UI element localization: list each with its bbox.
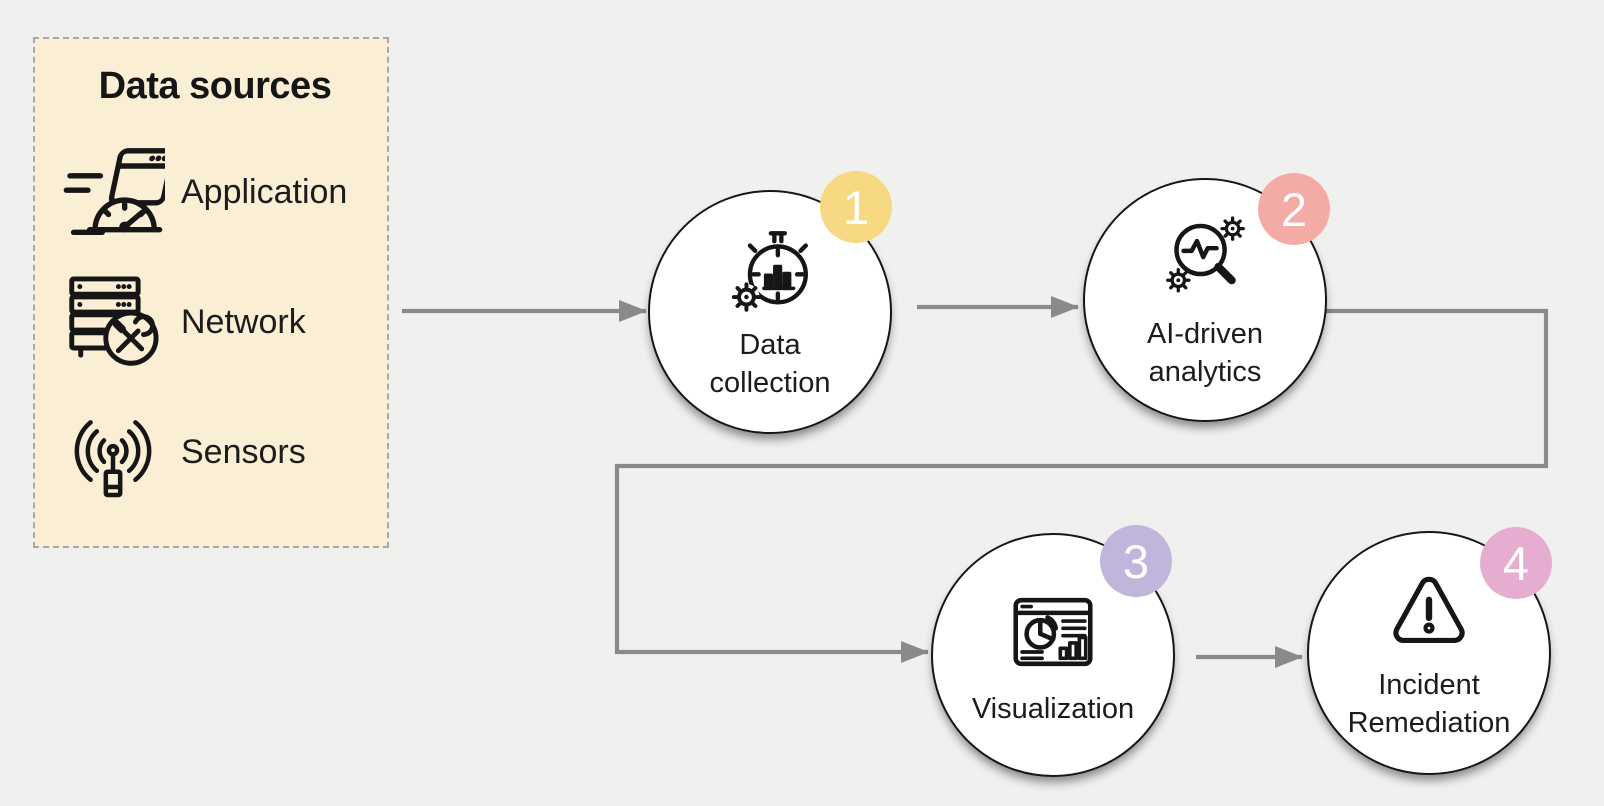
step-number-badge: 3 xyxy=(1100,525,1172,597)
magnifier-pulse-gears-icon xyxy=(1156,209,1254,307)
step-number: 2 xyxy=(1280,182,1308,236)
data-source-item-application: Application xyxy=(61,140,369,244)
step-label: Data collection xyxy=(709,329,831,399)
stopwatch-bar-chart-icon xyxy=(722,222,818,318)
warning-triangle-icon xyxy=(1382,564,1476,658)
step-number: 4 xyxy=(1502,536,1530,590)
data-source-label: Network xyxy=(181,302,306,341)
data-sources-title: Data sources xyxy=(98,65,332,107)
data-source-label: Sensors xyxy=(181,432,306,471)
application-browser-gauge-icon xyxy=(61,140,165,244)
data-source-item-network: Network xyxy=(61,270,369,374)
step-number-badge: 1 xyxy=(820,171,892,243)
network-servers-tools-icon xyxy=(61,270,165,374)
step-number: 1 xyxy=(842,180,870,234)
step-label: Visualization xyxy=(971,693,1135,725)
step-label: Incident Remediation xyxy=(1347,669,1511,739)
data-sources-panel: Data sources xyxy=(33,37,389,548)
data-source-item-sensors: Sensors xyxy=(61,400,369,504)
data-source-label: Application xyxy=(181,172,348,211)
step-number-badge: 2 xyxy=(1258,173,1330,245)
sensors-antenna-icon xyxy=(61,400,165,504)
dashboard-charts-icon xyxy=(1003,582,1103,682)
step-number-badge: 4 xyxy=(1480,527,1552,599)
step-number: 3 xyxy=(1122,534,1150,588)
step-label: AI-driven analytics xyxy=(1146,318,1264,388)
